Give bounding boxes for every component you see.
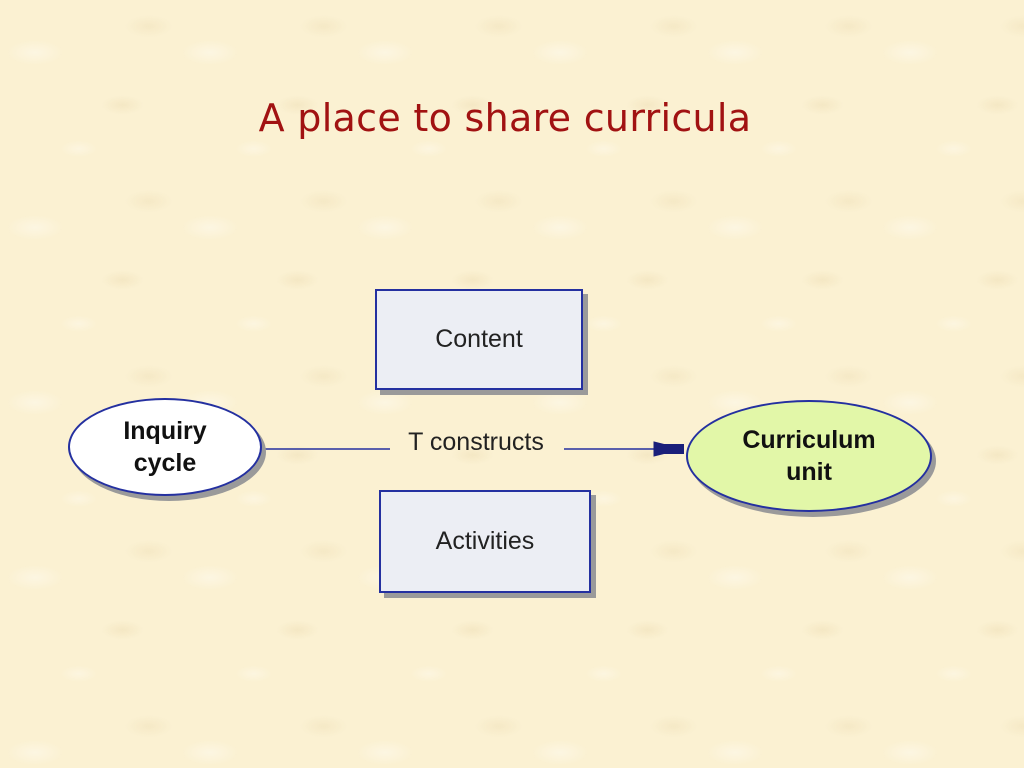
node-content-label: Content: [435, 325, 523, 353]
slide-title: A place to share curricula: [258, 96, 752, 140]
node-content: Content: [375, 289, 583, 390]
node-activities-label: Activities: [435, 527, 535, 555]
edge-label-t-constructs: T constructs: [408, 428, 544, 456]
node-inquiry-cycle: Inquiry cycle: [68, 398, 262, 496]
arrow-tail-block: [664, 444, 684, 454]
node-activities: Activities: [379, 490, 591, 593]
node-curriculum-unit: Curriculum unit: [686, 400, 932, 512]
node-curriculum-unit-line1: Curriculum: [742, 426, 876, 454]
node-inquiry-cycle-line2: cycle: [133, 449, 197, 477]
node-inquiry-cycle-line1: Inquiry: [123, 417, 207, 445]
node-curriculum-unit-line2: unit: [786, 458, 832, 486]
